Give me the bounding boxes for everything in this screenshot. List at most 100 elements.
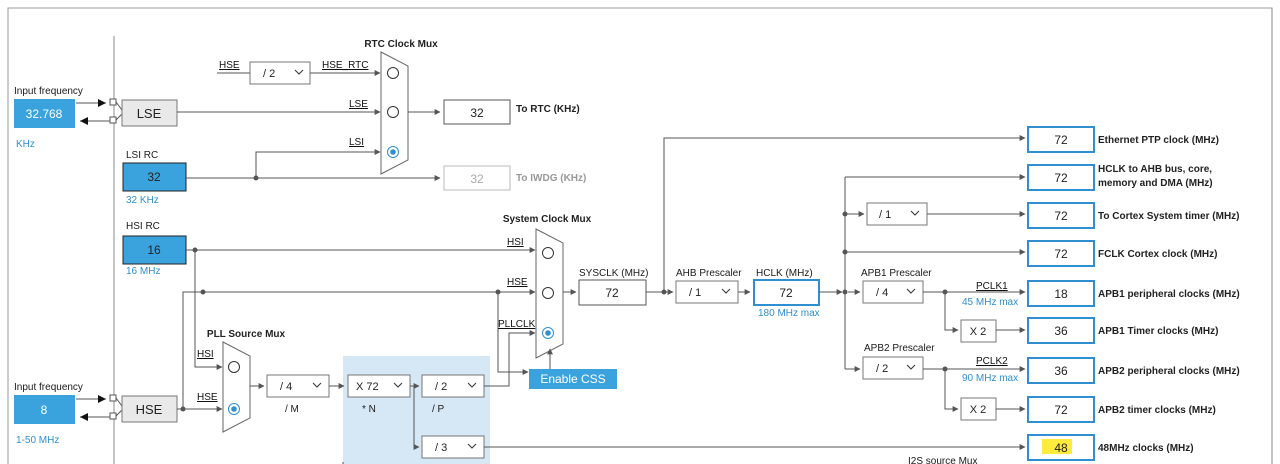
rtc-lse-label: LSE [349, 99, 368, 110]
hse-block-label: HSE [136, 402, 163, 417]
ethernet-ptp-output-label: Ethernet PTP clock (MHz) [1098, 135, 1219, 146]
pll-n-label: * N [362, 404, 376, 415]
apb2-timer-multiplier-value: X 2 [970, 404, 987, 416]
rtc-output-value: 32 [470, 106, 484, 120]
lsi-rc-value: 32 [147, 170, 161, 184]
rtc-output-field [443, 99, 511, 125]
apb1-timer-output-label: APB1 Timer clocks (MHz) [1098, 326, 1218, 337]
lse-input-field[interactable] [14, 99, 75, 128]
apb2-timer-output-field[interactable] [1027, 396, 1095, 423]
pclk2-max-label: 90 MHz max [962, 373, 1018, 384]
ethernet-ptp-output-value: 72 [1054, 133, 1068, 147]
cortex-timer-output-value: 72 [1054, 209, 1068, 223]
ahb-prescaler-select[interactable] [675, 280, 739, 304]
rtc-output-label: To RTC (KHz) [516, 104, 580, 115]
pll-p-value: / 2 [435, 381, 447, 393]
lse-block[interactable] [121, 99, 178, 127]
value-highlight [1042, 439, 1072, 454]
chevron-down-icon [393, 382, 403, 388]
chevron-down-icon [906, 288, 916, 294]
apb1-timer-output-field[interactable] [1027, 317, 1095, 344]
fclk-cortex-output-field[interactable] [1027, 240, 1095, 267]
chevron-down-icon [906, 364, 916, 370]
pclk2-label: PCLK2 [976, 356, 1008, 367]
cortex-timer-divider-select[interactable] [866, 202, 928, 226]
chevron-down-icon [721, 288, 731, 294]
hsi-rc-value: 16 [147, 243, 161, 257]
hclk-ahb-output-value: 72 [1054, 171, 1068, 185]
lsi-rc-block[interactable] [122, 162, 187, 192]
system-mux-title: System Clock Mux [503, 214, 592, 225]
hse-input-value: 8 [41, 403, 48, 417]
enable-css-button[interactable] [529, 369, 617, 389]
ethernet-ptp-output-field[interactable] [1027, 126, 1095, 153]
apb2-timer-output-value: 72 [1054, 403, 1068, 417]
apb2-prescaler-select[interactable] [862, 356, 924, 380]
lse-input-label: Input frequency [14, 86, 83, 97]
hse-input-range: 1-50 MHz [16, 435, 59, 446]
apb1-prescaler-label: APB1 Prescaler [861, 268, 932, 279]
apb1-prescaler-select[interactable] [862, 280, 924, 304]
hclk-ahb-output-label-line2: memory and DMA (MHz) [1098, 178, 1213, 189]
sysmux-pllclk-label: PLLCLK [498, 319, 536, 330]
pll-m-value: / 4 [280, 381, 292, 393]
pll-m-select[interactable] [266, 374, 330, 398]
apb1-peripheral-output-value: 18 [1054, 287, 1068, 301]
pll-p-select[interactable] [421, 374, 485, 398]
pll-source-mux [222, 341, 251, 433]
hse-input-label: Input frequency [14, 382, 83, 393]
chevron-down-icon [467, 443, 477, 449]
apb2-peripheral-output-field[interactable] [1027, 357, 1095, 384]
cortex-timer-divider-value: / 1 [879, 209, 891, 221]
diagram-frame [7, 7, 1273, 464]
apb2-peripheral-output-label: APB2 peripheral clocks (MHz) [1098, 366, 1240, 377]
apb2-prescaler-label: APB2 Prescaler [864, 343, 935, 354]
pll-m-label: / M [285, 404, 299, 415]
apb1-peripheral-output-label: APB1 peripheral clocks (MHz) [1098, 289, 1240, 300]
chevron-down-icon [467, 382, 477, 388]
sysmux-hse-label: HSE [507, 277, 528, 288]
pll-hsi-label: HSI [197, 349, 214, 360]
cortex-timer-output-field[interactable] [1027, 202, 1095, 229]
hse-input-field[interactable] [14, 395, 75, 424]
rtc-hse-rtc-label: HSE_RTC [322, 60, 369, 71]
pll-n-value: X 72 [356, 381, 379, 393]
lsi-rc-label: LSI RC [126, 150, 158, 161]
lse-input-unit: KHz [16, 139, 35, 150]
chevron-down-icon [294, 69, 304, 75]
hclk-ahb-output-label: HCLK to AHB bus, core, [1098, 164, 1212, 175]
apb2-prescaler-value: / 2 [876, 363, 888, 375]
sysmux-hsi-label: HSI [507, 237, 524, 248]
lse-block-label: LSE [137, 106, 162, 121]
pll-hse-label: HSE [197, 392, 218, 403]
rtc-hse-in-label: HSE [219, 60, 240, 71]
ahb-prescaler-value: / 1 [689, 287, 701, 299]
apb1-peripheral-output-field[interactable] [1027, 280, 1095, 307]
hse-block[interactable] [121, 395, 178, 423]
clk-48mhz-output-label: 48MHz clocks (MHz) [1098, 443, 1194, 454]
rtc-lsi-label: LSI [349, 137, 364, 148]
hclk-value: 72 [779, 286, 793, 300]
rtc-hse-divider-select[interactable] [249, 61, 311, 85]
sysmux-hsi-radio[interactable] [542, 247, 554, 259]
apb2-peripheral-output-value: 36 [1054, 364, 1068, 378]
enable-css-label: Enable CSS [540, 372, 605, 386]
rtc-mux-hse-radio[interactable] [387, 67, 399, 79]
chevron-down-icon [312, 382, 322, 388]
iwdg-output-label: To IWDG (KHz) [516, 173, 586, 184]
rtc-mux-lse-radio[interactable] [387, 106, 399, 118]
clk-48mhz-output-value: 48 [1054, 441, 1068, 455]
cortex-timer-output-label: To Cortex System timer (MHz) [1098, 211, 1240, 222]
sysmux-hse-radio[interactable] [542, 287, 554, 299]
pll-mux-hsi-radio[interactable] [228, 361, 240, 373]
hclk-input-field[interactable] [753, 279, 820, 306]
pll-p-label: / P [432, 404, 445, 415]
chevron-down-icon [910, 210, 920, 216]
hclk-ahb-output-field[interactable] [1027, 164, 1095, 191]
pll-q-select[interactable] [421, 435, 485, 459]
rtc-mux-title: RTC Clock Mux [364, 39, 438, 50]
hsi-rc-unit: 16 MHz [126, 266, 160, 277]
